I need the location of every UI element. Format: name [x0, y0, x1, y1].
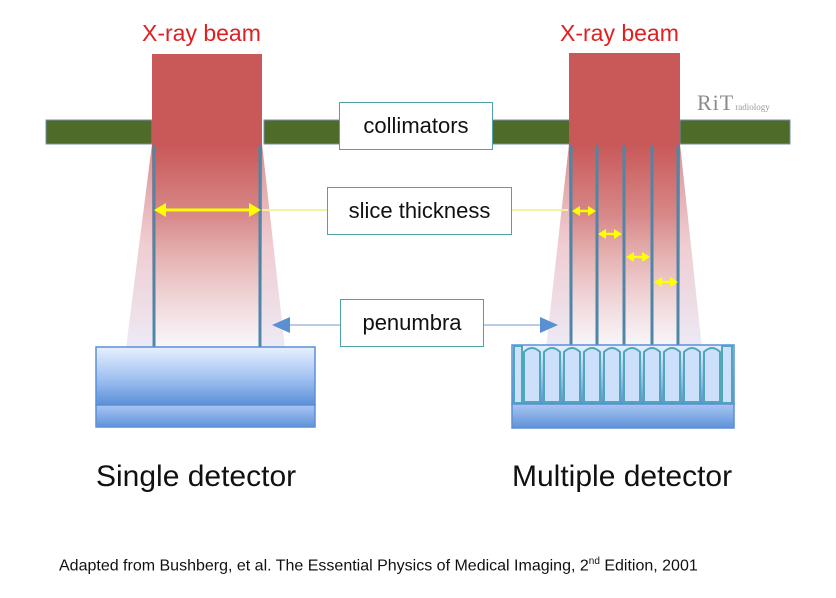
logo-main: RiT: [697, 90, 735, 115]
slice-thickness-label: slice thickness: [327, 187, 512, 235]
penumbra-label: penumbra: [340, 299, 484, 347]
slice-thickness-arrow-right-2: [598, 229, 622, 239]
caption-text-end: Edition, 2001: [599, 557, 698, 575]
collimator-right-outer: [679, 119, 791, 145]
right-septa: [569, 145, 680, 347]
multiple-detector-label: Multiple detector: [512, 460, 733, 493]
logo-sub: radiology: [735, 102, 770, 112]
collimator-left-outer: [45, 119, 153, 145]
penumbra-arrow-left: [272, 317, 340, 333]
caption-superscript: nd: [588, 556, 600, 567]
penumbra-arrow-right: [484, 317, 558, 333]
rit-radiology-logo: RiTradiology: [697, 90, 770, 116]
multiple-detector-array: [511, 344, 735, 429]
left-beam-label: X-ray beam: [142, 20, 261, 46]
slice-thickness-arrow-right-3: [626, 252, 650, 262]
right-beam-label: X-ray beam: [560, 20, 679, 46]
single-detector-label: Single detector: [96, 460, 297, 493]
slice-thickness-arrow-right-4: [654, 277, 678, 287]
collimators-label: collimators: [339, 102, 493, 150]
left-xray-beam: [126, 54, 285, 348]
slice-thickness-arrow-right-1: [572, 206, 596, 216]
slice-thickness-arrow-left: [154, 203, 261, 217]
citation-caption: Adapted from Bushberg, et al. The Essent…: [59, 556, 698, 575]
single-detector: [95, 346, 316, 428]
caption-text: Adapted from Bushberg, et al. The Essent…: [59, 557, 589, 575]
